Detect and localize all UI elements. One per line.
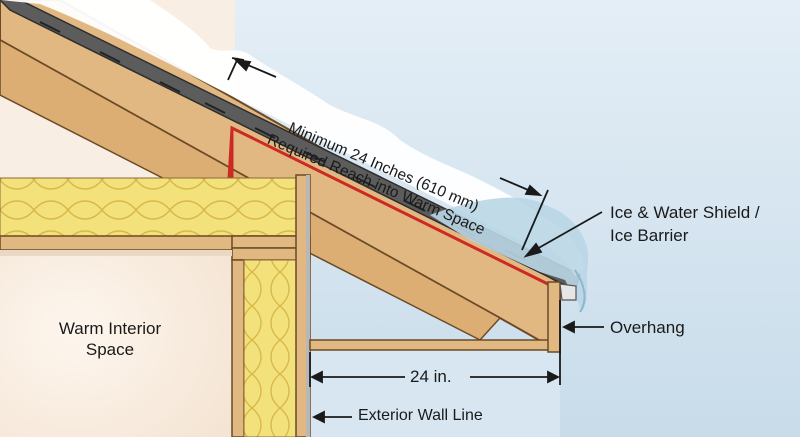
ceiling-insulation [0,177,301,237]
soffit [309,339,561,351]
exterior-wall-line-label: Exterior Wall Line [358,407,483,424]
icicle [574,269,586,313]
overhang-label: Overhang [610,318,685,337]
ice-barrier-label-line1: Ice & Water Shield / [610,203,760,222]
ice-barrier-label-line2: Ice Barrier [610,226,689,245]
exterior-shade [310,340,560,437]
reach-dimension-line [227,57,549,251]
overhang-width-dimension [309,352,561,387]
ice-barrier-leader [523,211,603,258]
gutter [559,283,577,301]
interior-ceiling-finish [0,250,232,256]
overhang-width-label: 24 in. [410,367,452,386]
ice-dam [430,197,589,312]
overhang-leader [559,300,604,385]
wall-stud-inner [231,259,245,437]
exterior-wall-leader [311,410,352,424]
fascia-board [547,281,561,353]
warm-interior-line1: Warm Interior [58,319,162,338]
wall-siding [306,175,310,437]
warm-interior-space-label: Warm Interior Space [30,318,190,360]
wall-insulation [243,259,297,437]
warm-interior-line2: Space [85,340,135,359]
